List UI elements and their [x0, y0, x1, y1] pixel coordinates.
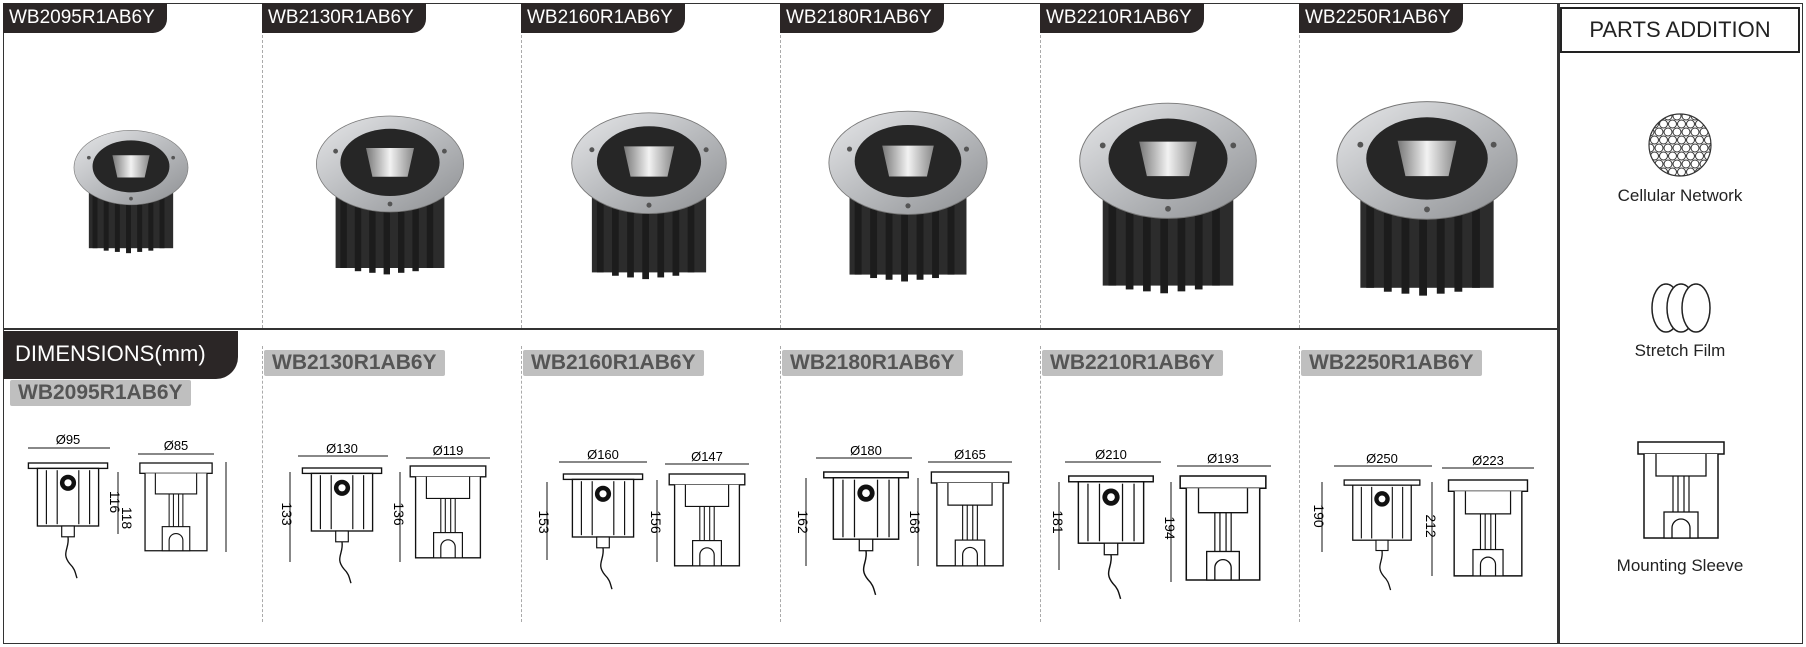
column-divider: [1040, 20, 1041, 328]
diameter-label: Ø160: [587, 447, 619, 462]
parts-addition-title: PARTS ADDITION: [1560, 7, 1800, 53]
sleeve-height-label: 118: [119, 507, 135, 530]
dimension-model-label: WB2180R1AB6Y: [782, 350, 963, 376]
sleeve-height-label: 194: [1162, 516, 1178, 540]
height-label: 116: [107, 491, 123, 514]
part-label: Mounting Sleeve: [1616, 556, 1744, 575]
column-divider: [262, 20, 263, 328]
dimension-model-label: WB2130R1AB6Y: [264, 350, 445, 376]
sleeve-height-label: 156: [648, 510, 664, 534]
sleeve-diameter-label: Ø165: [954, 447, 986, 462]
sleeve-height-label: 212: [1423, 514, 1439, 538]
column-divider: [521, 346, 522, 622]
column-divider: [780, 346, 781, 622]
model-tag: WB2095R1AB6Y: [3, 3, 167, 33]
model-tag: WB2180R1AB6Y: [780, 3, 944, 33]
column-divider: [1299, 20, 1300, 328]
diameter-label: Ø180: [850, 443, 882, 458]
diameter-label: Ø95: [56, 432, 81, 447]
dimension-drawing: Ø250 Ø223 190 212: [1312, 451, 1534, 591]
dimension-drawing: Ø95 Ø85 116 118: [27, 432, 227, 579]
dimensions-heading: DIMENSIONS(mm): [3, 331, 238, 379]
product-photo: [1336, 101, 1518, 297]
product-photo: [73, 130, 189, 254]
diameter-label: Ø250: [1366, 451, 1398, 466]
column-divider: [1299, 346, 1300, 622]
column-divider: [521, 20, 522, 328]
diameter-label: Ø210: [1095, 447, 1127, 462]
sleeve-height-label: 168: [907, 510, 923, 534]
height-label: 181: [1053, 510, 1066, 534]
height-label: 162: [795, 510, 811, 534]
part-label: Cellular Network: [1617, 186, 1743, 205]
sleeve-icon: [1637, 441, 1725, 539]
product-photo: [315, 115, 465, 275]
dimension-drawing: Ø210 Ø193 181 194: [1053, 447, 1271, 600]
dimension-drawing: Ø180 Ø165 162 168: [795, 443, 1012, 596]
column-divider: [780, 20, 781, 328]
dimension-drawing: Ø160 Ø147 153 156: [536, 447, 749, 590]
section-divider: [3, 328, 1559, 330]
dimension-drawing: Ø130 Ø119 133 136: [279, 441, 490, 584]
sleeve-diameter-label: Ø85: [164, 438, 189, 453]
column-divider: [262, 346, 263, 622]
sleeve-height-label: 136: [391, 502, 407, 526]
dimension-model-label: WB2095R1AB6Y: [10, 380, 191, 406]
product-photo: [571, 112, 727, 280]
dimension-model-label: WB2160R1AB6Y: [523, 350, 704, 376]
sleeve-diameter-label: Ø223: [1472, 453, 1504, 468]
height-label: 190: [1312, 504, 1327, 528]
film-rings-icon: [1651, 283, 1711, 333]
dimension-model-label: WB2210R1AB6Y: [1042, 350, 1223, 376]
part-label: Stretch Film: [1634, 341, 1726, 360]
product-photo: [828, 110, 988, 282]
dimension-model-label: WB2250R1AB6Y: [1301, 350, 1482, 376]
product-photo: [1079, 102, 1257, 294]
height-label: 153: [536, 510, 552, 534]
honeycomb-icon: [1648, 113, 1712, 177]
model-tag: WB2250R1AB6Y: [1299, 3, 1463, 33]
sleeve-diameter-label: Ø147: [691, 449, 723, 464]
column-divider: [1040, 346, 1041, 622]
model-tag: WB2130R1AB6Y: [262, 3, 426, 33]
height-label: 133: [279, 502, 295, 526]
sleeve-diameter-label: Ø119: [433, 443, 464, 458]
parts-divider: [1557, 3, 1560, 644]
diameter-label: Ø130: [326, 441, 358, 456]
model-tag: WB2160R1AB6Y: [521, 3, 685, 33]
sleeve-diameter-label: Ø193: [1207, 451, 1239, 466]
model-tag: WB2210R1AB6Y: [1040, 3, 1204, 33]
